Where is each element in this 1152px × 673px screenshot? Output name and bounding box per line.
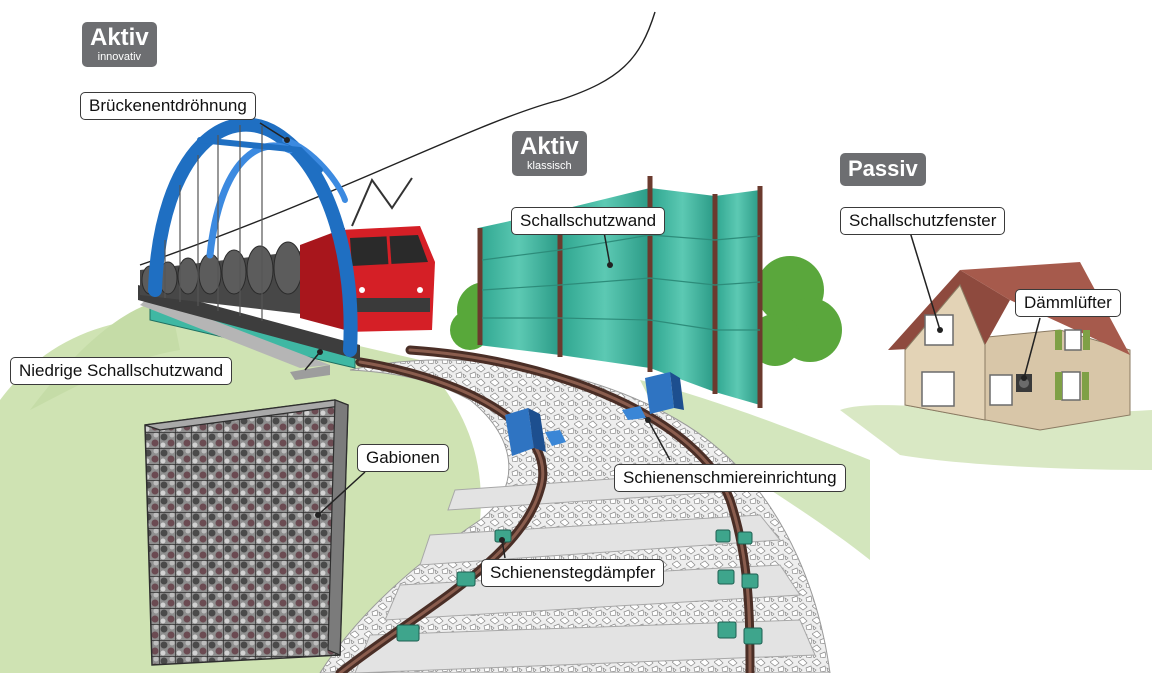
category-title: Aktiv	[90, 24, 149, 51]
bridge-hangers	[164, 125, 263, 321]
category-title: Aktiv	[520, 133, 579, 160]
category-badge-passive: Passiv	[840, 153, 926, 186]
category-title: Passiv	[848, 156, 918, 181]
label-soundproof-window: Schallschutzfenster	[840, 207, 1006, 235]
callout-leader-lines	[259, 122, 1041, 559]
callout-leader-dots	[284, 137, 1027, 543]
rail-lubrication-units	[505, 372, 684, 456]
locomotive	[300, 177, 435, 332]
noise-wall	[477, 176, 763, 408]
category-badge-active-innovative: Aktiv innovativ	[82, 22, 157, 67]
category-subtitle: klassisch	[527, 160, 572, 172]
category-badge-active-classic: Aktiv klassisch	[512, 131, 587, 176]
tree-right	[749, 256, 842, 366]
label-rail-lubrication: Schienenschmiereinrichtung	[614, 464, 846, 492]
label-gabions: Gabionen	[357, 444, 449, 472]
label-rail-web-damper: Schienenstegdämpfer	[481, 559, 665, 587]
label-bridge-damping: Brückenentdröhnung	[80, 92, 256, 120]
gabion-basket	[144, 399, 349, 666]
freight-train	[140, 241, 310, 315]
house	[888, 262, 1131, 431]
rail-web-dampers	[396, 529, 763, 645]
overhead-wire	[139, 11, 656, 266]
bridge-deck	[138, 285, 360, 360]
category-subtitle: innovativ	[97, 51, 142, 63]
label-low-noise-wall: Niedrige Schallschutzwand	[10, 357, 233, 385]
label-noise-wall: Schallschutzwand	[511, 207, 666, 235]
label-insulated-ventilator: Dämmlüfter	[1015, 289, 1121, 317]
